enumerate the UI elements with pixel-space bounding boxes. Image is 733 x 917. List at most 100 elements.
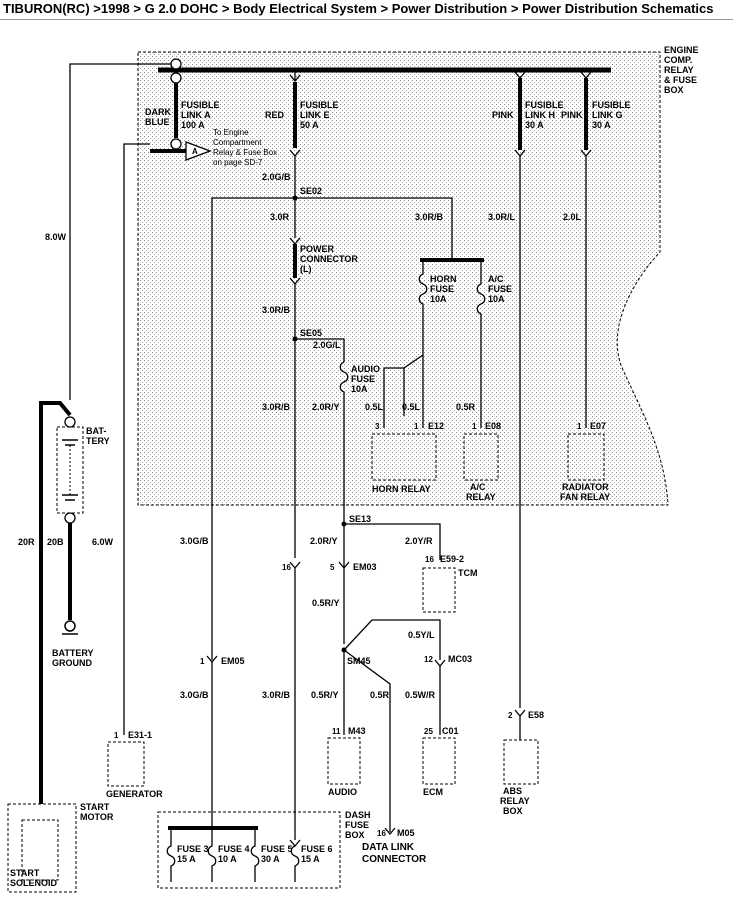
svg-text:TERY: TERY: [86, 436, 110, 446]
radiator-fan-relay-box[interactable]: [567, 433, 605, 481]
generator-label: GENERATOR: [106, 789, 163, 799]
fuse-5-label: FUSE 5 30 A: [261, 844, 293, 864]
conn-em05: EM05: [221, 656, 245, 666]
svg-text:BOX: BOX: [345, 830, 365, 840]
wire-label-3-0gb-a: 3.0G/B: [180, 536, 209, 546]
svg-text:& FUSE: & FUSE: [664, 75, 697, 85]
wire-label-8-0w: 8.0W: [45, 232, 67, 242]
svg-text:ABS: ABS: [503, 786, 522, 796]
radiator-fan-relay-label: RADIATOR FAN RELAY: [560, 482, 610, 502]
svg-text:MOTOR: MOTOR: [80, 812, 114, 822]
svg-text:RELAY: RELAY: [466, 492, 496, 502]
splice-se05-label: SE05: [300, 328, 322, 338]
pin-1e: 1: [114, 731, 119, 740]
pin-1d: 1: [200, 657, 205, 666]
red-label: RED: [265, 110, 285, 120]
schematic-svg: ENGINE COMP. RELAY & FUSE BOX 8.0W DARK …: [7, 45, 699, 893]
pin-16a: 16: [425, 555, 434, 564]
conn-m05: M05: [397, 828, 415, 838]
svg-text:To Engine: To Engine: [213, 128, 249, 137]
conn-e12: E12: [428, 421, 444, 431]
wire-label-20b: 20B: [47, 537, 64, 547]
wire-label-3-0r: 3.0R: [270, 212, 290, 222]
wire-label-2-0l: 2.0L: [563, 212, 582, 222]
wire-label-0-5l-b: 0.5L: [402, 402, 421, 412]
horn-fuse-symbol: [403, 260, 428, 416]
svg-text:(L): (L): [300, 264, 312, 274]
ac-relay-box[interactable]: [463, 433, 499, 481]
svg-text:DASH: DASH: [345, 810, 371, 820]
fuse-4-label: FUSE 4 10 A: [218, 844, 250, 864]
wire-label-0-5r: 0.5R: [456, 402, 476, 412]
pin-1b: 1: [472, 422, 477, 431]
audio-fuse-label: AUDIO FUSE 10A: [351, 364, 380, 394]
abs-relay-box[interactable]: [503, 739, 539, 785]
svg-text:FUSIBLE: FUSIBLE: [181, 100, 220, 110]
pin-1c: 1: [577, 422, 582, 431]
pink-label-1: PINK: [492, 110, 514, 120]
svg-text:Relay & Fuse Box: Relay & Fuse Box: [213, 148, 277, 157]
svg-text:FUSE: FUSE: [488, 284, 512, 294]
wire-label-6-0w: 6.0W: [92, 537, 114, 547]
battery-ground-label: BATTERY GROUND: [52, 648, 94, 668]
svg-text:30 A: 30 A: [525, 120, 544, 130]
audio-fuse-symbol: [339, 361, 349, 644]
wire-label-0-5ry-b: 0.5R/Y: [311, 690, 339, 700]
fusible-link-a-terminal: [170, 138, 182, 150]
wire-2-0yr: [344, 523, 441, 560]
dash-fuse-box[interactable]: [157, 811, 341, 889]
wire-label-0-5yl: 0.5Y/L: [408, 630, 435, 640]
svg-text:GROUND: GROUND: [52, 658, 92, 668]
conn-mc03: MC03: [448, 654, 472, 664]
engine-box-label: ENGINE COMP. RELAY & FUSE BOX: [664, 45, 699, 95]
fuse-6-label: FUSE 6 15 A: [301, 844, 333, 864]
conn-e58: E58: [528, 710, 544, 720]
svg-text:FUSE: FUSE: [351, 374, 375, 384]
start-cable-20r: [39, 401, 72, 804]
wire-label-3-0rb-top: 3.0R/B: [415, 212, 444, 222]
svg-text:FUSE: FUSE: [430, 284, 454, 294]
wire-2-0gl: [295, 338, 345, 362]
svg-text:FUSIBLE: FUSIBLE: [300, 100, 339, 110]
conn-c01: C01: [442, 726, 459, 736]
tcm-box[interactable]: [422, 567, 456, 613]
wire-label-3-0rb-bot: 3.0R/B: [262, 690, 291, 700]
bus-terminal: [170, 58, 182, 70]
wire-label-3-0rb-mid: 3.0R/B: [262, 305, 291, 315]
svg-text:FUSE 3: FUSE 3: [177, 844, 209, 854]
start-solenoid-label: START SOLENOID: [10, 868, 58, 888]
svg-text:POWER: POWER: [300, 244, 335, 254]
horn-relay-box[interactable]: [371, 433, 437, 481]
conn-e59: E59-2: [440, 554, 464, 564]
dash-fuse-box-label: DASH FUSE BOX: [345, 810, 371, 840]
breadcrumb: TIBURON(RC) >1998 > G 2.0 DOHC > Body El…: [0, 0, 733, 20]
start-motor-box[interactable]: [7, 803, 77, 893]
pin-2: 2: [508, 711, 513, 720]
wire-3-0rb-top: [295, 197, 453, 258]
pin-25: 25: [424, 727, 433, 736]
start-motor-label: START MOTOR: [80, 802, 114, 822]
battery-negative-terminal: [64, 512, 76, 524]
ecm-box[interactable]: [422, 737, 456, 785]
generator-box[interactable]: [107, 741, 145, 787]
wire-label-0-5r-b: 0.5R: [370, 690, 390, 700]
svg-text:DARK: DARK: [145, 107, 171, 117]
svg-text:RELAY: RELAY: [664, 65, 694, 75]
svg-text:10A: 10A: [488, 294, 505, 304]
svg-text:BOX: BOX: [503, 806, 523, 816]
audio-box[interactable]: [327, 737, 361, 785]
svg-text:FAN RELAY: FAN RELAY: [560, 492, 610, 502]
svg-text:COMP.: COMP.: [664, 55, 692, 65]
wire-label-0-5wr: 0.5W/R: [405, 690, 436, 700]
pin-3: 3: [375, 422, 380, 431]
svg-text:RADIATOR: RADIATOR: [562, 482, 609, 492]
conn-e08: E08: [485, 421, 501, 431]
svg-text:FUSE 5: FUSE 5: [261, 844, 293, 854]
conn-e31: E31-1: [128, 730, 152, 740]
wire-0-5l-a: [383, 367, 404, 428]
ground-icon: [64, 620, 76, 632]
start-solenoid-box[interactable]: [21, 819, 59, 881]
svg-text:10A: 10A: [351, 384, 368, 394]
svg-text:10 A: 10 A: [218, 854, 237, 864]
svg-text:CONNECTOR: CONNECTOR: [300, 254, 358, 264]
